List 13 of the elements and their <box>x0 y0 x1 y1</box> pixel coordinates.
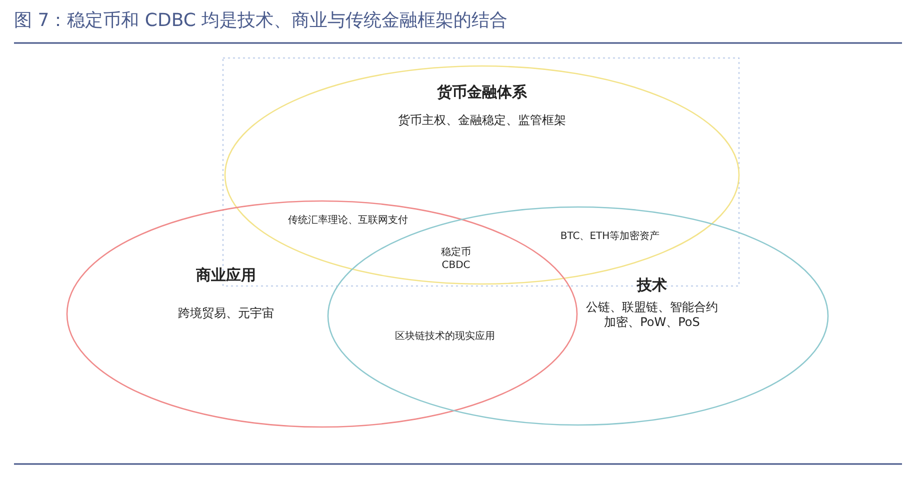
circle-heading: 货币金融体系 <box>436 83 528 102</box>
overlap-label: 传统汇率理论、互联网支付 <box>287 214 409 227</box>
overlap-label: 稳定币 CBDC <box>440 246 472 272</box>
circle-description: 公链、联盟链、智能合约加密、PoW、PoS <box>585 300 719 330</box>
circle-description: 跨境贸易、元宇宙 <box>177 306 275 321</box>
circle-description: 货币主权、金融稳定、监管框架 <box>397 113 567 128</box>
venn-ellipse <box>327 206 829 426</box>
circle-heading: 技术 <box>636 276 668 295</box>
figure-title: 图 7：稳定币和 CDBC 均是技术、商业与传统金融框架的结合 <box>14 9 508 32</box>
circle-heading: 商业应用 <box>195 266 257 285</box>
overlap-label: BTC、ETH等加密资产 <box>559 230 661 243</box>
overlap-label: 区块链技术的现实应用 <box>394 330 496 343</box>
venn-ellipse <box>66 200 578 428</box>
